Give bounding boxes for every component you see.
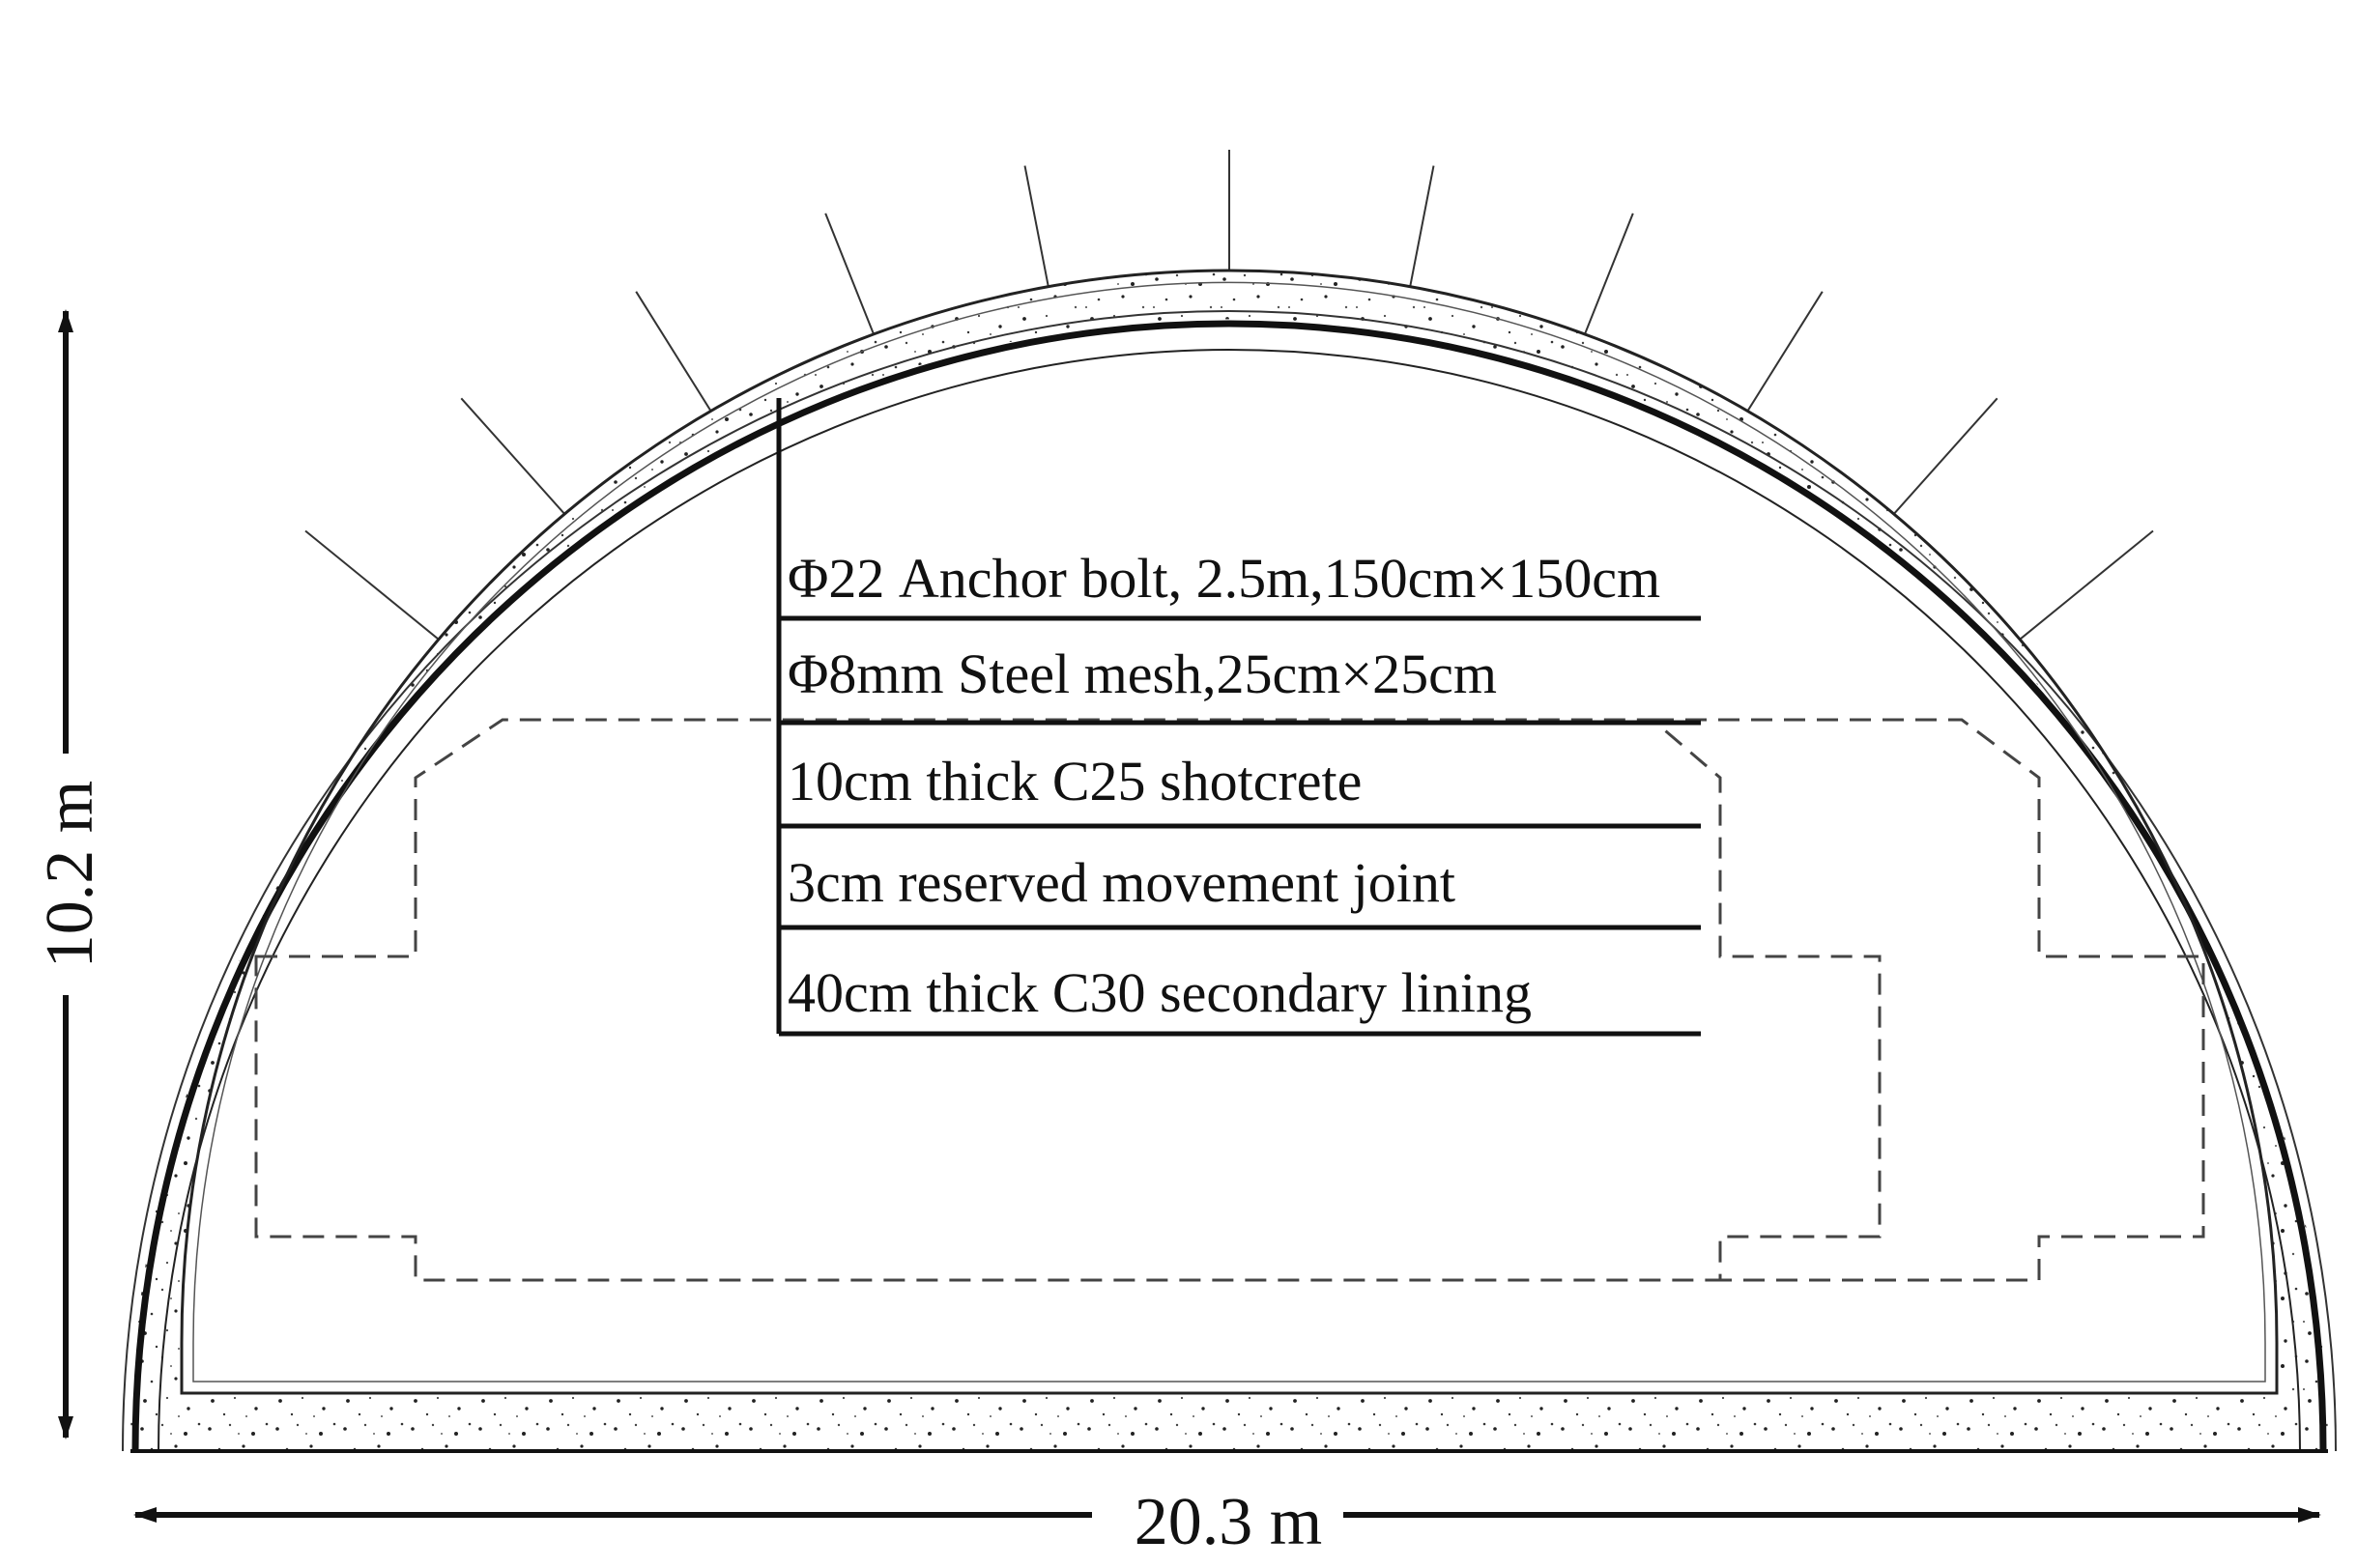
label-leaders: [776, 398, 1701, 1037]
label-secondary-lining: 40cm thick C30 secondary lining: [788, 961, 1532, 1024]
excavation-outline: [254, 718, 2205, 1282]
height-dimension-label: 10.2 m: [33, 781, 107, 968]
excavation-outline-left: [254, 718, 1882, 1282]
label-anchor-bolt: Φ22 Anchor bolt, 2.5m,150cm×150cm: [788, 547, 1660, 610]
anchor-bolt: [304, 529, 453, 652]
width-dimension-label: 20.3 m: [1135, 1485, 1322, 1559]
anchor-bolt: [1874, 397, 1998, 536]
label-shotcrete: 10cm thick C25 shotcrete: [788, 750, 1362, 813]
outer-thin-line: [122, 310, 2337, 1452]
excavation-outline-right: [1653, 718, 2205, 1282]
label-movement-joint: 3cm reserved movement joint: [788, 851, 1455, 914]
inner-lining-boundary: [180, 269, 2279, 1395]
label-steel-mesh: Φ8mm Steel mesh,25cm×25cm: [788, 642, 1497, 705]
movement-joint-line: [158, 349, 2301, 1452]
inner-thin-line: [192, 281, 2266, 1383]
anchor-bolt: [460, 397, 585, 536]
anchor-bolt: [2005, 529, 2154, 652]
